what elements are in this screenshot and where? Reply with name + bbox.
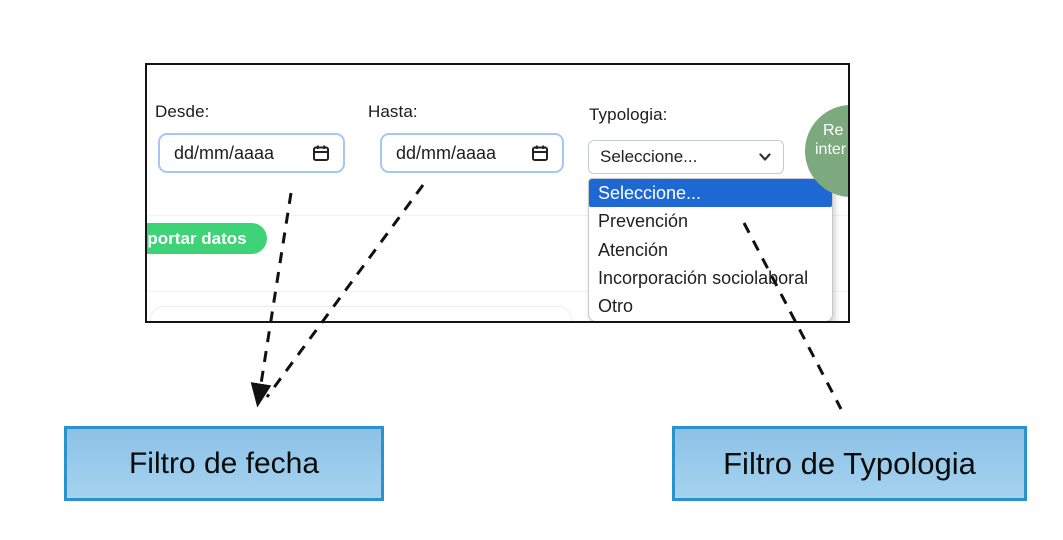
register-intervention-button[interactable]: Re inter [805,105,848,197]
dropdown-option-incorporacion[interactable]: Incorporación sociolaboral [598,267,809,288]
table-card-edge [150,306,572,321]
divider-line [147,291,848,292]
calendar-icon[interactable] [311,143,331,163]
dropdown-option-seleccione[interactable]: Seleccione... [589,179,832,208]
filters-screenshot-panel: Desde: dd/mm/aaaa Hasta: dd/mm/aaaa [145,63,850,323]
callout-typologia-label: Filtro de Typologia [723,445,976,481]
desde-date-input[interactable]: dd/mm/aaaa [158,133,345,173]
callout-fecha-label: Filtro de fecha [128,446,320,480]
chevron-down-icon [757,149,773,165]
dropdown-option-prevencion[interactable]: Prevención [598,211,689,232]
hasta-label: Hasta: [368,102,418,121]
typologia-dropdown-list: Seleccione... Prevención Atención Incorp… [588,178,833,321]
typologia-select[interactable]: Seleccione... [588,140,784,174]
register-button-text-line1: Re [823,122,844,139]
calendar-icon[interactable] [530,143,550,163]
hasta-date-input[interactable]: dd/mm/aaaa [380,133,564,173]
typologia-label: Typologia: [589,105,668,124]
callout-filtro-de-typologia: Filtro de Typologia [672,426,1027,501]
register-button-text-line2: inter [815,141,847,158]
dropdown-option-atencion[interactable]: Atención [598,239,669,260]
export-data-button[interactable]: portar datos [147,223,267,254]
dropdown-option-otro[interactable]: Otro [598,296,634,317]
desde-placeholder: dd/mm/aaaa [174,142,275,163]
export-button-label: portar datos [147,228,247,248]
typologia-selected-value: Seleccione... [600,147,698,166]
hasta-placeholder: dd/mm/aaaa [396,142,497,163]
divider-line [147,215,848,216]
callout-filtro-de-fecha: Filtro de fecha [64,426,384,501]
desde-label: Desde: [155,102,210,121]
